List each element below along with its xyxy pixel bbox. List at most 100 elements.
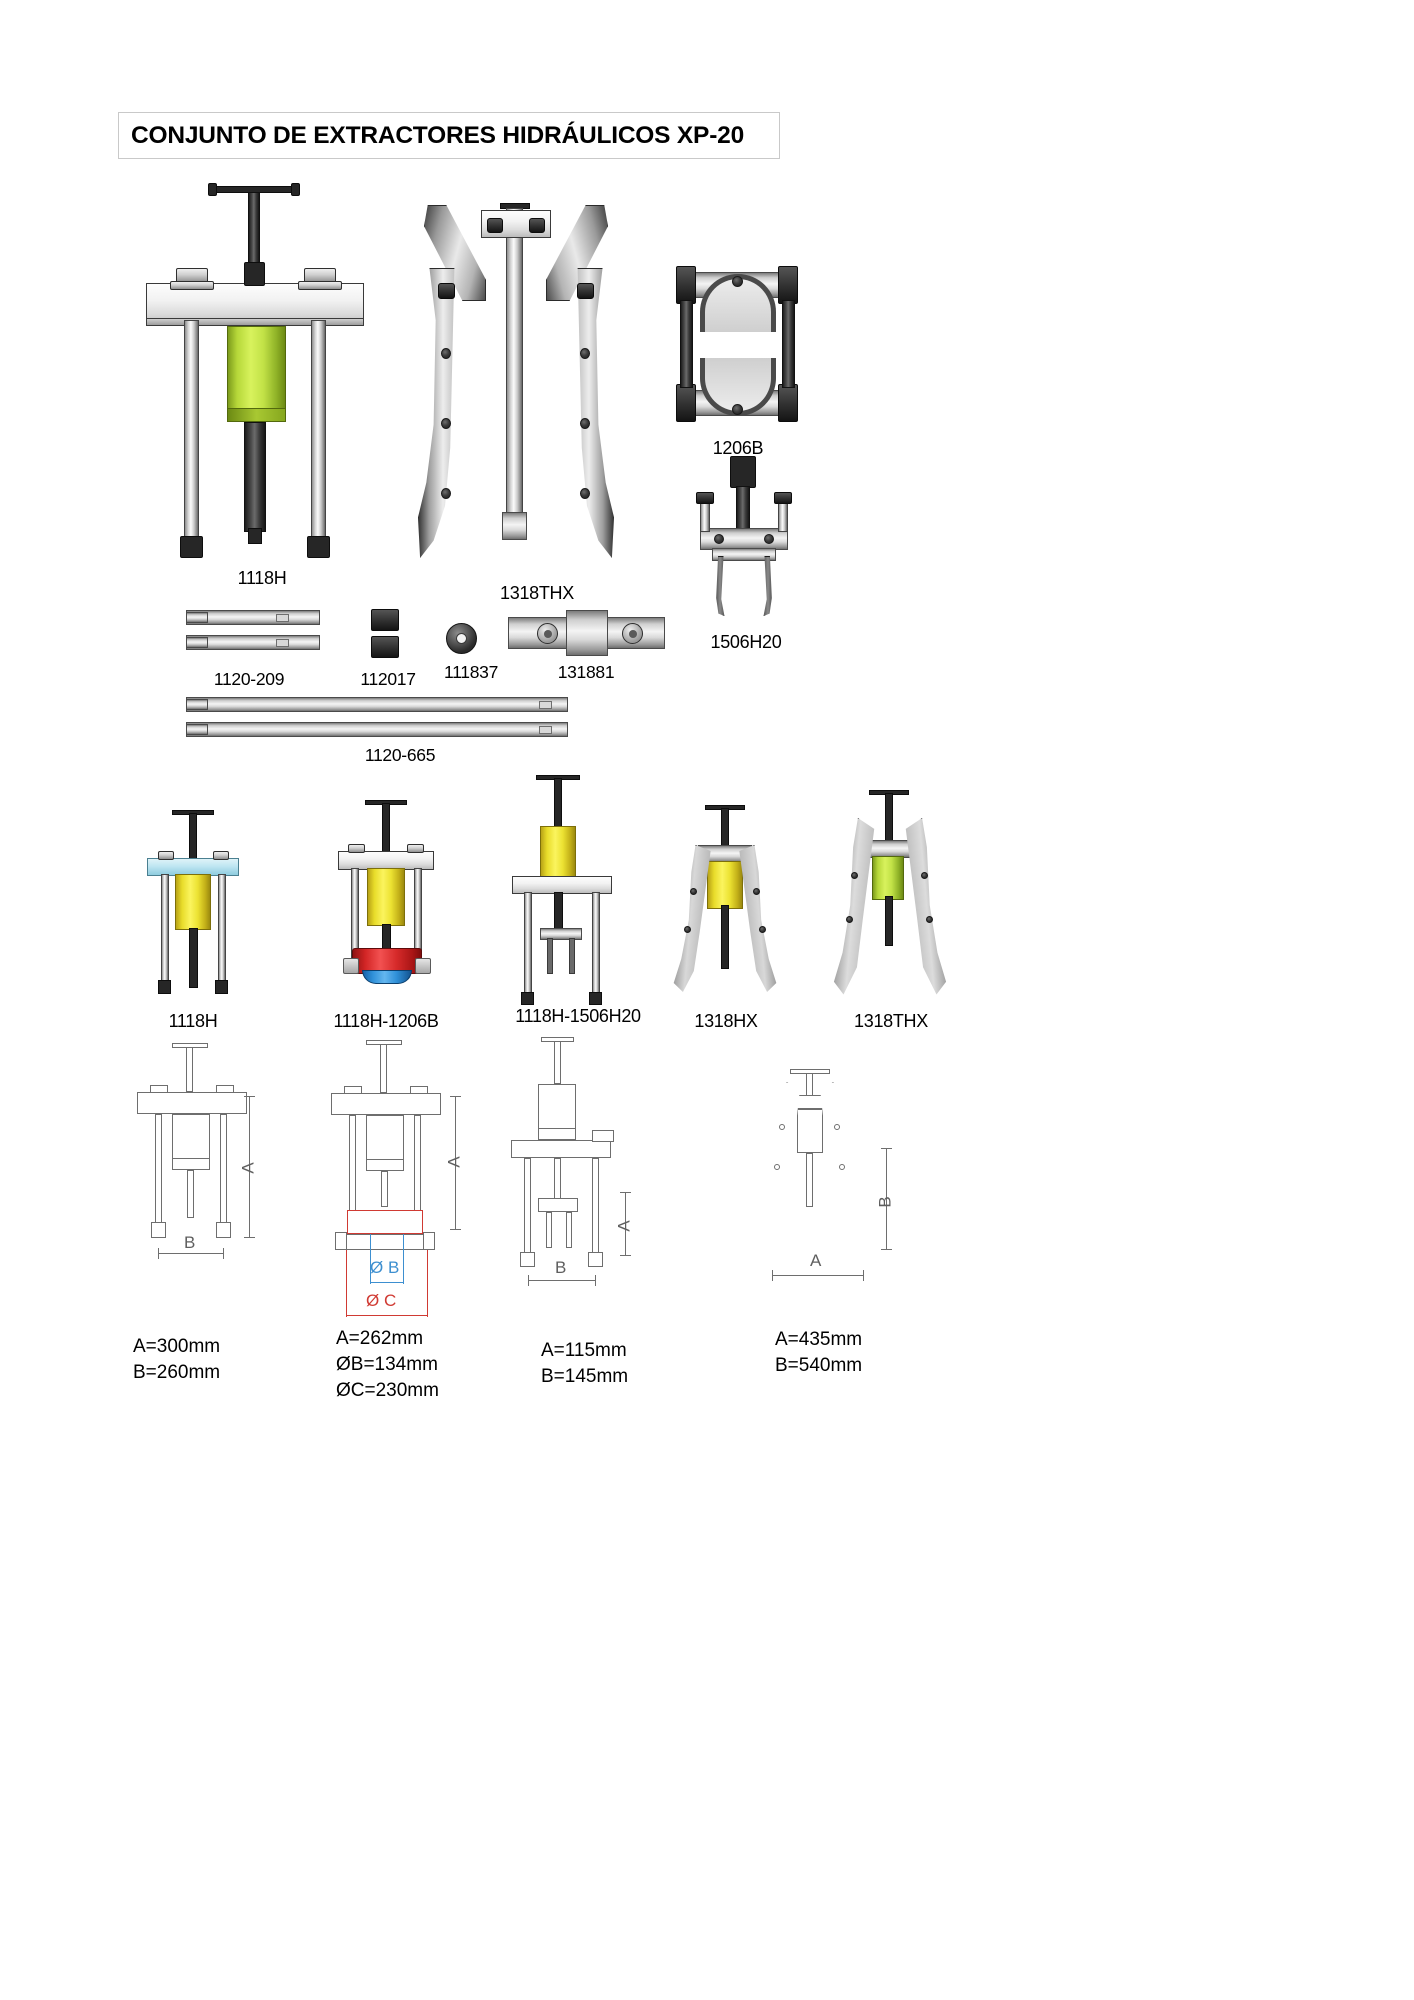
d2-cylinder-base — [366, 1159, 404, 1171]
d2-bolt-l — [344, 1086, 362, 1094]
d2-handle — [366, 1040, 402, 1045]
mini-rail-nut-left — [696, 492, 714, 504]
a2-cylinder — [367, 868, 405, 926]
d2-clamp-l — [335, 1232, 347, 1250]
mini-cap — [730, 456, 756, 488]
a1-cylinder — [175, 874, 211, 930]
a4-jaw-right — [739, 845, 777, 992]
d1-ram — [187, 1170, 194, 1218]
d1-cylinder — [172, 1114, 210, 1162]
caption-1206b: 1206B — [712, 438, 764, 458]
a4-jaw-left-hole-1 — [690, 888, 697, 895]
dims-1206b-line3: ØC=230mm — [336, 1380, 439, 1401]
d1-plate — [137, 1092, 247, 1114]
hexnut-bottom — [371, 636, 399, 658]
sep-bolt-tl — [676, 266, 696, 304]
dims-text-1118h-1206b: A=262mm ØB=134mm ØC=230mm — [336, 1326, 439, 1404]
d1-cylinder-base — [172, 1158, 210, 1170]
a1-foot-l — [158, 980, 171, 994]
dims-1118h-line2: B=260mm — [133, 1362, 221, 1383]
d1-leg-r — [220, 1114, 227, 1224]
thx-jaw-left-arm — [418, 268, 455, 558]
d2-separator — [347, 1210, 423, 1234]
thx-jaw-left-hole-2 — [441, 418, 451, 429]
d4-jaw-right-hole-2 — [839, 1164, 845, 1170]
rod-665-bottom — [186, 722, 568, 737]
d3-dim-a-tick-top — [620, 1192, 631, 1193]
a3-leg-r — [592, 892, 600, 994]
caption-111837: 111837 — [444, 662, 498, 682]
dims-1506h20-line1: A=115mm — [541, 1340, 627, 1361]
caption-assembly-1318hx: 1318HX — [694, 1011, 758, 1031]
thx-pivot-right-top — [529, 218, 545, 233]
a2-bolt-r — [407, 844, 424, 853]
d2-dim-b-ext-l — [370, 1234, 371, 1284]
sep-bolt-tr — [778, 266, 798, 304]
d2-bolt-r — [410, 1086, 428, 1094]
sep-rod-left — [680, 300, 693, 388]
leg-foot-left — [180, 536, 203, 558]
d3-dim-b-line — [528, 1280, 596, 1281]
caption-131881: 131881 — [557, 662, 615, 682]
dims-1118h-line1: A=300mm — [133, 1336, 221, 1357]
a4-ram — [721, 905, 729, 969]
ram-tip — [248, 528, 262, 544]
rod-665-top-tip — [186, 699, 208, 710]
plate-washer-left — [170, 281, 214, 290]
d3-leg-r — [592, 1158, 599, 1254]
d4-dim-a-tick-r — [863, 1270, 864, 1281]
d4-ram — [806, 1153, 813, 1207]
a5-cylinder — [872, 856, 904, 900]
d3-side-block — [592, 1130, 614, 1142]
a4-jaw-right-hole-1 — [753, 888, 760, 895]
rod-665-top — [186, 697, 568, 712]
d3-dim-a-tick-bottom — [620, 1255, 631, 1256]
a5-jaw-right-hole-2 — [926, 916, 933, 923]
page-title-box: CONJUNTO DE EXTRACTORES HIDRÁULICOS XP-2… — [118, 112, 780, 159]
thx-jaw-right-hole-2 — [580, 418, 590, 429]
d3-handle — [541, 1037, 574, 1042]
a1-bolt-r — [213, 851, 229, 860]
hexnut-top — [371, 609, 399, 631]
a4-jaw-left — [673, 845, 711, 992]
mini-jaw-left — [716, 556, 725, 616]
a2-screw — [382, 803, 390, 853]
d4-dim-b-label: B — [875, 1196, 895, 1208]
d1-bolt-r — [216, 1085, 234, 1093]
dims-text-1118h: A=300mm B=260mm — [133, 1334, 220, 1386]
a1-foot-r — [215, 980, 228, 994]
a1-leg-r — [218, 874, 226, 982]
a5-jaw-right-hole-1 — [921, 872, 928, 879]
page-title: CONJUNTO DE EXTRACTORES HIDRÁULICOS XP-2… — [131, 121, 745, 149]
thx-jaw-left-hole-3 — [441, 488, 451, 499]
a2-bolt-l — [348, 844, 365, 853]
thx-pivot-right-mid — [577, 283, 594, 299]
d2-dim-b-ext-r — [403, 1234, 404, 1284]
caption-assembly-1118h-1206b: 1118H-1206B — [333, 1011, 439, 1031]
caption-1318thx: 1318THX — [500, 583, 574, 603]
thx-screw — [506, 208, 523, 518]
d2-screw — [380, 1043, 387, 1093]
d3-plate — [511, 1140, 611, 1158]
rod-665-top-slot — [539, 701, 552, 709]
d2-cylinder — [366, 1115, 404, 1163]
mini-rail-left — [700, 500, 710, 532]
d2-dim-b-line — [370, 1282, 404, 1283]
dims-1206b-line1: A=262mm — [336, 1328, 424, 1349]
a5-jaw-left-hole-1 — [851, 872, 858, 879]
dims-text-1506h20: A=115mm B=145mm — [541, 1338, 628, 1390]
d3-leg-l — [524, 1158, 531, 1254]
d1-dim-a-tick-top — [244, 1096, 255, 1097]
caption-1506h20: 1506H20 — [710, 632, 782, 652]
d2-dim-a-tick-bottom — [450, 1229, 461, 1230]
caption-112017: 112017 — [360, 669, 416, 689]
a3-leg-l — [524, 892, 532, 994]
d1-dim-b-tick-l — [158, 1248, 159, 1259]
d4-cylinder — [797, 1109, 823, 1153]
a2-ring — [362, 970, 412, 984]
d2-dim-b-label: Ø B — [370, 1258, 400, 1277]
t-handle-cap-left — [208, 183, 217, 196]
d2-dim-c-ext-l — [346, 1250, 347, 1317]
d3-dim-b-tick-l — [528, 1275, 529, 1286]
a4-screw — [721, 808, 729, 850]
